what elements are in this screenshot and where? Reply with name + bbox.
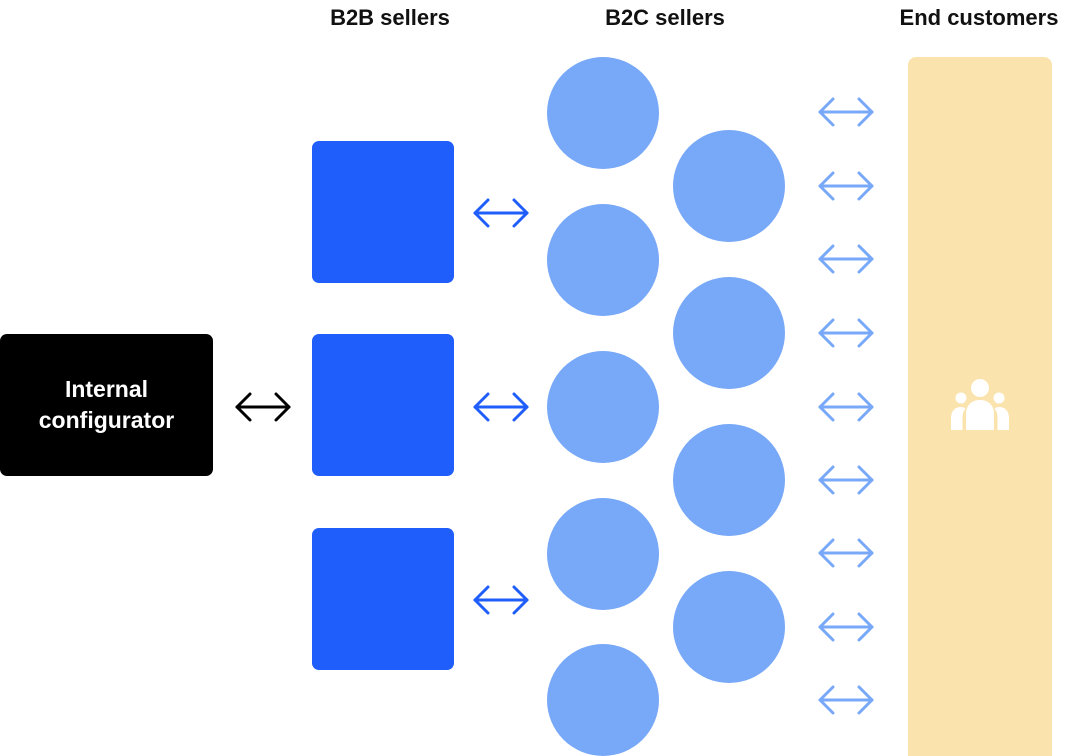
b2c-arrow-3-icon (817, 241, 875, 277)
b2c-arrow-7-icon (817, 535, 875, 571)
internal-configurator-label-line2: configurator (38, 407, 175, 433)
configurator-arrow-icon-svg (235, 392, 291, 422)
b2c-seller-7 (673, 277, 785, 389)
b2b-seller-2 (312, 334, 454, 476)
b2c-arrow-6-icon (817, 462, 875, 498)
b2c-seller-1 (547, 57, 659, 169)
b2b-sellers-heading: B2B sellers (330, 5, 450, 30)
b2b-arrow-3-icon (472, 582, 530, 618)
internal-configurator-box: Internal configurator (0, 334, 213, 476)
b2c-seller-8 (673, 424, 785, 536)
b2c-seller-4 (547, 498, 659, 610)
b2b-arrow-1-icon (472, 195, 530, 231)
b2c-arrow-1-icon (817, 94, 875, 130)
b2b-arrow-2-icon (472, 389, 530, 425)
b2c-arrow-9-icon (817, 682, 875, 718)
b2b-seller-3 (312, 528, 454, 670)
b2c-arrow-5-icon (817, 389, 875, 425)
b2c-arrow-4-icon (817, 315, 875, 351)
internal-configurator-label: Internal configurator (12, 374, 202, 436)
people-group-icon (949, 378, 1011, 430)
b2c-seller-3 (547, 351, 659, 463)
internal-configurator-label-line1: Internal (64, 376, 149, 402)
b2c-seller-9 (673, 571, 785, 683)
configurator-arrow-icon (234, 389, 292, 425)
b2c-arrow-2-icon (817, 168, 875, 204)
b2b-seller-1 (312, 141, 454, 283)
b2c-seller-2 (547, 204, 659, 316)
b2c-arrow-8-icon (817, 609, 875, 645)
b2c-sellers-heading: B2C sellers (605, 5, 725, 30)
b2c-seller-5 (547, 644, 659, 756)
b2c-seller-6 (673, 130, 785, 242)
end-customers-heading: End customers (899, 5, 1059, 30)
